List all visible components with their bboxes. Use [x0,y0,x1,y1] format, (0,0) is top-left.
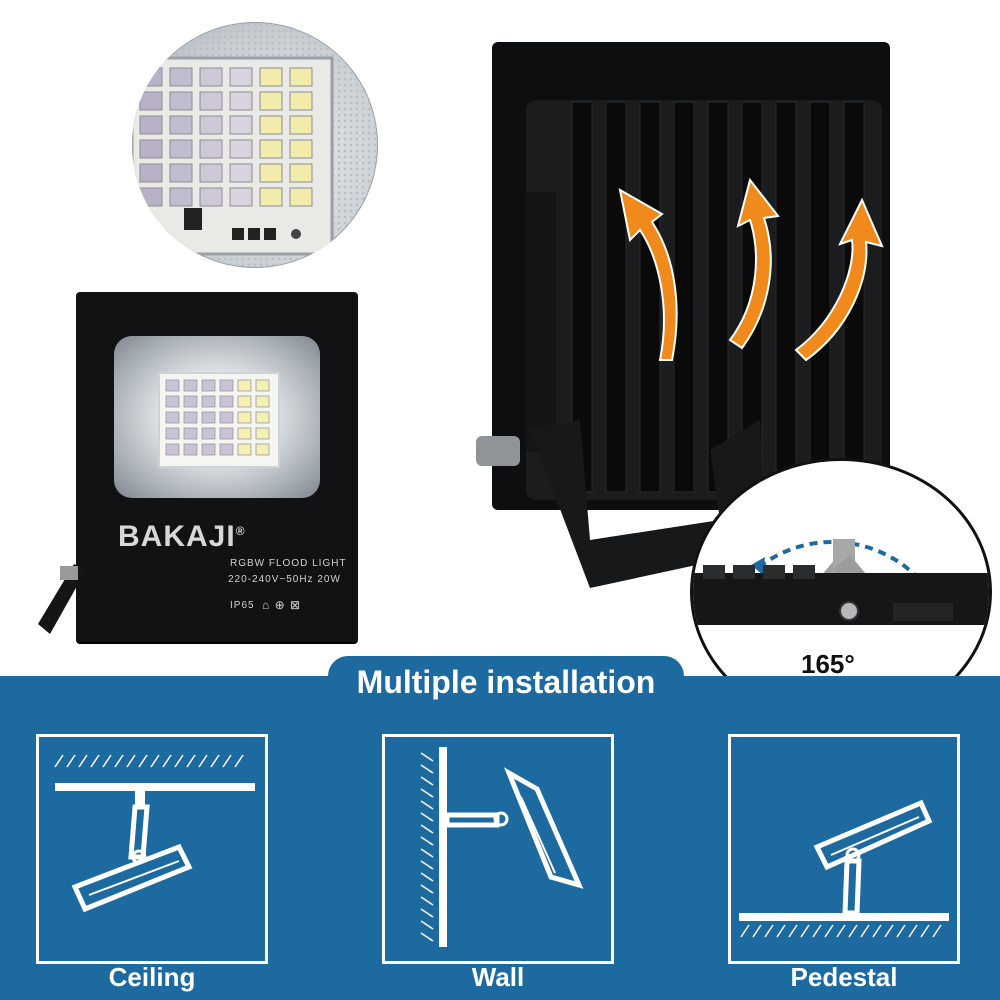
led-cell [259,163,283,183]
heatsink [526,100,882,500]
led-chip-grid [165,379,270,456]
wall-label: Wall [471,962,525,992]
led-cell [237,395,252,408]
led-cell [201,379,216,392]
led-cell [183,427,198,440]
led-cell [255,427,270,440]
led-cell [169,115,193,135]
led-cell [169,67,193,87]
led-cell [259,91,283,111]
certification-icons: ⌂ ⊕ ⊠ [262,598,302,612]
led-cell [255,395,270,408]
led-cell [219,411,234,424]
led-cell [255,443,270,456]
floodlight-back [492,42,890,510]
led-cell [165,395,180,408]
led-cell [229,187,253,207]
led-cell [289,67,313,87]
pedestal-label: Pedestal [790,962,898,992]
led-cell [219,395,234,408]
led-cell [289,115,313,135]
led-cell [259,115,283,135]
heat-flow-arrows [618,177,884,362]
led-cell [169,163,193,183]
ceiling-install-box [36,734,268,964]
led-cell [183,379,198,392]
led-cell [139,67,163,87]
led-cell [255,379,270,392]
led-cell [229,163,253,183]
led-cell [165,427,180,440]
product-showcase: BAKAJI® RGBW FLOOD LIGHT 220-240V~50Hz 2… [38,22,992,726]
led-cell [199,139,223,159]
led-cell [183,395,198,408]
led-cell [259,139,283,159]
led-cell [259,67,283,87]
led-cell [169,91,193,111]
wall-install-box [382,734,614,964]
led-cell [259,187,283,207]
model-text-1: RGBW FLOOD LIGHT [230,558,347,569]
led-cell [169,187,193,207]
led-cell [255,411,270,424]
led-cell [165,411,180,424]
led-cell [139,187,163,207]
led-cell [139,91,163,111]
model-text-2: 220-240V~50Hz 20W [228,574,341,585]
ceiling-mount-icon [54,754,255,913]
led-cell [199,67,223,87]
ceiling-label: Ceiling [108,962,196,992]
led-cell [237,379,252,392]
led-cell [219,427,234,440]
led-cell [219,443,234,456]
led-cell [237,411,252,424]
led-cell [201,395,216,408]
led-cell [165,379,180,392]
led-cell [289,139,313,159]
wall-mount-icon [420,747,584,947]
led-cell [229,91,253,111]
heatsink-fin [639,101,661,493]
led-closeup-circle [132,22,378,268]
led-cell [183,443,198,456]
pedestal-mount-icon [739,799,949,938]
led-cell [201,443,216,456]
tilt-diagram [693,539,989,625]
led-cell [201,427,216,440]
led-grid-closeup [132,22,378,268]
brand-logo: BAKAJI® [118,520,246,553]
floodlight-front: BAKAJI® RGBW FLOOD LIGHT 220-240V~50Hz 2… [76,292,358,642]
reflector-glass [114,336,320,498]
pedestal-install-box [728,734,960,964]
led-cell [229,115,253,135]
led-cell [139,115,163,135]
led-chip [158,372,280,468]
led-cell [289,91,313,111]
led-cell [139,139,163,159]
led-cell [199,187,223,207]
led-cell [289,163,313,183]
section-title: Multiple installation [328,656,684,708]
led-cell [229,139,253,159]
led-cell [165,443,180,456]
led-cell [289,187,313,207]
led-cell [201,411,216,424]
led-cell [237,427,252,440]
front-bracket [38,564,86,634]
led-cell [199,163,223,183]
led-cell [199,91,223,111]
led-cell [169,139,193,159]
led-cell [199,115,223,135]
led-cell [139,163,163,183]
led-cell [219,379,234,392]
led-cell [229,67,253,87]
ip-rating: IP65 [230,600,255,611]
tilt-angle-label: 165° [801,649,855,679]
led-cell [237,443,252,456]
led-cell [183,411,198,424]
